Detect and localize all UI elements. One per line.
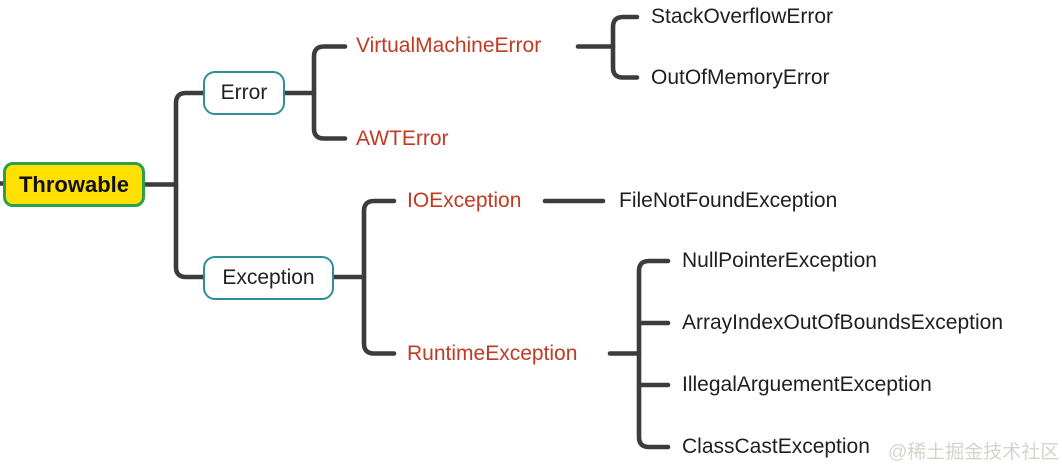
node-throwable: Throwable (3, 162, 145, 207)
node-error: Error (203, 71, 285, 115)
connector-trunk-exception-children (361, 198, 397, 356)
node-illegal-arguement-exception: IllegalArguementException (682, 373, 932, 396)
connector-trunk-runtime-children (636, 258, 671, 450)
node-stack-overflow-error: StackOverflowError (651, 5, 834, 28)
connector-trunk-error-children (311, 44, 348, 141)
node-null-pointer-exception: NullPointerException (682, 249, 877, 272)
node-out-of-memory-error: OutOfMemoryError (651, 66, 830, 89)
node-runtime-exception: RuntimeException (407, 342, 578, 365)
node-awt-error: AWTError (356, 127, 449, 150)
node-exception: Exception (203, 256, 334, 300)
connector-trunk-vme-children (610, 14, 640, 80)
node-array-index-out-of-bounds-exception: ArrayIndexOutOfBoundsException (682, 311, 1004, 334)
node-file-not-found-exception: FileNotFoundException (619, 189, 838, 212)
node-virtual-machine-error: VirtualMachineError (356, 34, 542, 57)
node-io-exception: IOException (407, 189, 522, 212)
node-class-cast-exception: ClassCastException (682, 435, 870, 458)
connector-trunk-error-exception (173, 90, 206, 280)
watermark-text: @稀土掘金技术社区 (888, 442, 1060, 463)
